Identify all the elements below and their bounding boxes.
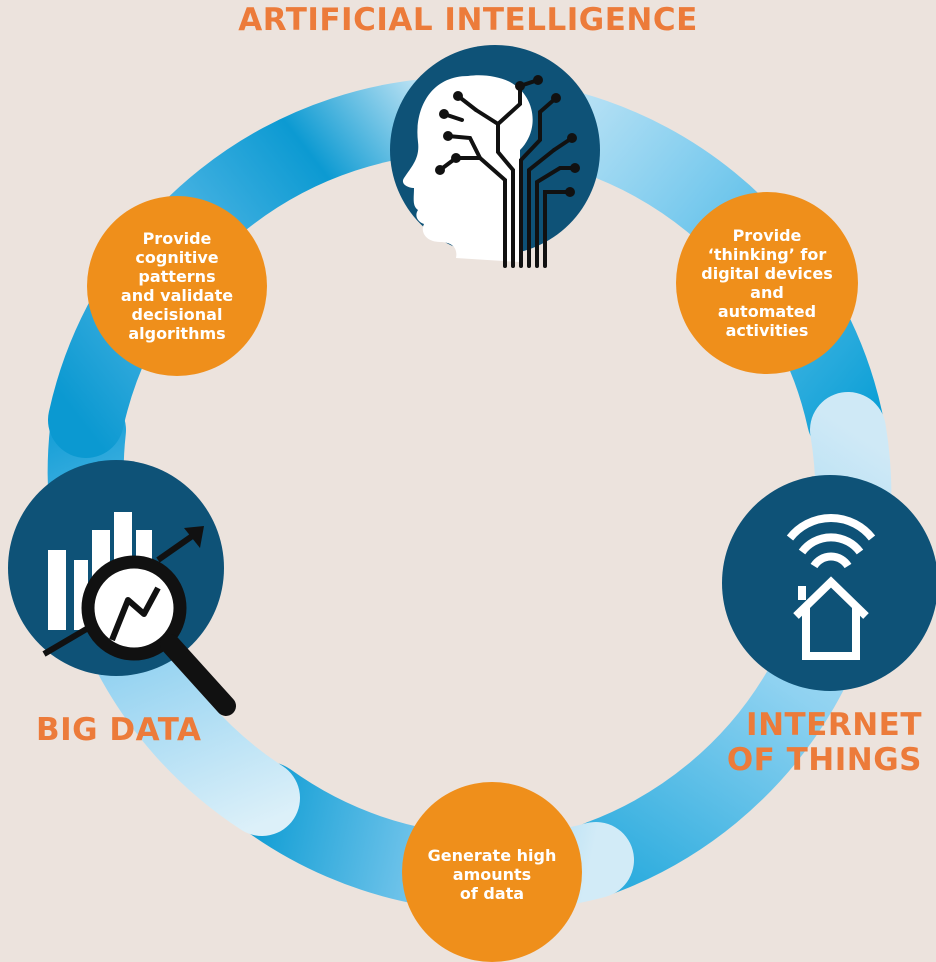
bubble-bottom-text: Generate high amounts of data — [427, 846, 557, 903]
brain-circuit-head-icon — [402, 75, 580, 268]
ai-node — [390, 45, 600, 268]
iot-node — [722, 475, 936, 691]
big-data-node — [8, 460, 236, 716]
wifi-house-icon — [786, 513, 876, 660]
bubble-generate-data: Generate high amounts of data — [402, 782, 582, 962]
bubble-cognitive-patterns: Provide cognitive patterns and validate … — [87, 196, 267, 376]
chart-magnifier-icon — [42, 512, 236, 716]
iot-heading: INTERNET OF THINGS — [726, 707, 922, 778]
bubble-thinking-devices: Provide ‘thinking’ for digital devices a… — [676, 192, 858, 374]
bubble-left-text: Provide cognitive patterns and validate … — [120, 229, 234, 343]
bubble-right-text: Provide ‘thinking’ for digital devices a… — [701, 226, 833, 340]
big-data-heading: BIG DATA — [36, 712, 202, 748]
ai-heading: ARTIFICIAL INTELLIGENCE — [238, 2, 698, 38]
